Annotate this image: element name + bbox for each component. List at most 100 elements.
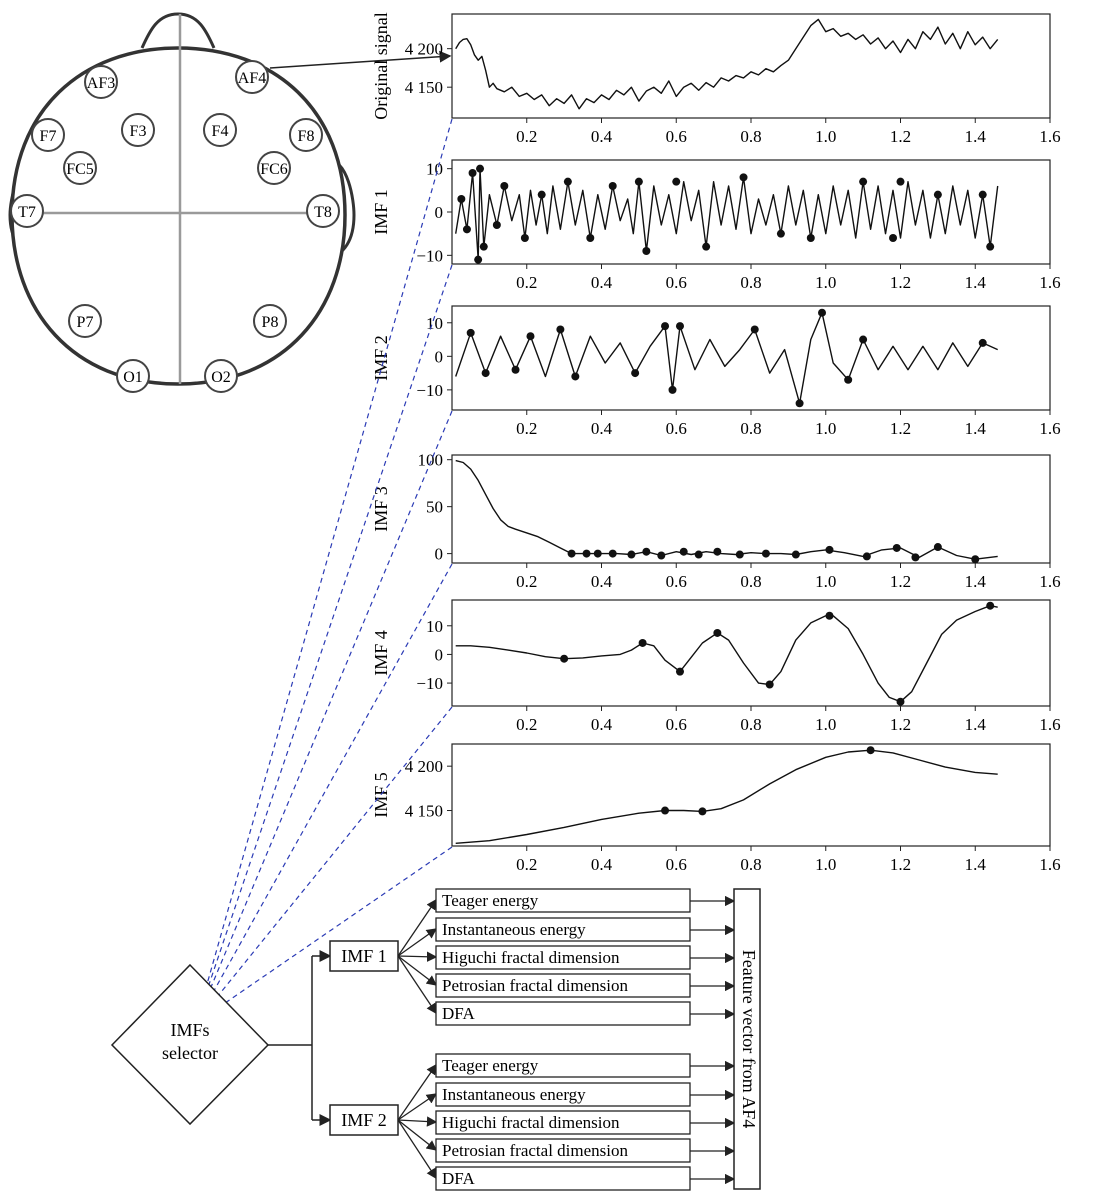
extremum-point [694, 550, 703, 559]
extremum-point [750, 325, 759, 334]
extremum-point [859, 335, 868, 344]
x-tick-label: 0.4 [591, 572, 613, 591]
x-tick-label: 0.4 [591, 273, 613, 292]
x-tick-label: 0.4 [591, 419, 613, 438]
electrode-t8[interactable]: T8 [306, 194, 340, 228]
x-tick-label: 1.2 [890, 572, 911, 591]
electrode-f8[interactable]: F8 [289, 118, 323, 152]
extremum-point [896, 697, 905, 706]
electrode-p8[interactable]: P8 [253, 304, 287, 338]
extremum-point [892, 543, 901, 552]
extremum-point [933, 543, 942, 552]
y-axis-label: IMF 4 [371, 630, 391, 676]
x-tick-label: 1.0 [815, 127, 836, 146]
electrode-label: F4 [212, 123, 229, 140]
electrode-f7[interactable]: F7 [31, 118, 65, 152]
extremum-point [476, 164, 485, 173]
imf-box [329, 940, 399, 972]
extremum-point [675, 322, 684, 331]
electrode-label: AF3 [87, 75, 115, 92]
feature-label: DFA [442, 1004, 475, 1023]
dashed-connector-5 [195, 846, 453, 1024]
electrode-label: F7 [40, 128, 57, 145]
x-tick-label: 1.6 [1039, 419, 1060, 438]
extremum-point [986, 601, 995, 610]
x-tick-label: 1.2 [890, 715, 911, 734]
electrode-label: FC6 [260, 161, 288, 178]
electrode-label: T8 [314, 204, 332, 221]
feature-arrow-in [397, 955, 438, 986]
extremum-point [511, 365, 520, 374]
x-tick-label: 1.2 [890, 855, 911, 874]
y-tick-label: 10 [426, 617, 443, 636]
y-tick-label: 4 150 [405, 78, 443, 97]
extremum-point [526, 332, 535, 341]
y-tick-label: 4 200 [405, 40, 443, 59]
extremum-point [500, 182, 509, 190]
feature-arrow-in [397, 898, 437, 957]
x-tick-label: 0.2 [516, 419, 537, 438]
extremum-point [978, 338, 987, 347]
x-tick-label: 1.0 [815, 572, 836, 591]
electrode-fc6[interactable]: FC6 [257, 151, 291, 185]
feature-arrow-in [397, 928, 438, 957]
electrode-t7[interactable]: T7 [10, 194, 44, 228]
electrode-o2[interactable]: O2 [204, 359, 238, 393]
electrode-fc5[interactable]: FC5 [63, 151, 97, 185]
electrode-label: O1 [123, 369, 143, 386]
extremum-point [791, 550, 800, 559]
extremum-point [462, 225, 471, 234]
extremum-point [661, 322, 670, 331]
y-tick-label: 50 [426, 498, 443, 517]
extremum-point [862, 552, 871, 561]
y-axis-label: IMF 1 [371, 189, 391, 235]
extremum-point [672, 177, 681, 186]
electrode-f3[interactable]: F3 [121, 113, 155, 147]
electrode-label: P8 [262, 314, 279, 331]
y-tick-label: 4 200 [405, 757, 443, 776]
extremum-point [642, 547, 651, 556]
electrode-af3[interactable]: AF3 [84, 65, 118, 99]
y-tick-label: −10 [416, 674, 443, 693]
electrode-af4[interactable]: AF4 [235, 60, 269, 94]
x-tick-label: 0.2 [516, 715, 537, 734]
feature-label: Instantaneous energy [442, 1085, 586, 1104]
extremum-point [933, 190, 942, 199]
af4-to-signal-arrow [269, 50, 452, 69]
extremum-point [560, 654, 569, 663]
y-tick-label: 0 [435, 545, 444, 564]
electrode-label: F3 [130, 123, 147, 140]
x-tick-label: 1.6 [1039, 715, 1060, 734]
extremum-point [735, 550, 744, 559]
extremum-point [702, 242, 711, 251]
extremum-point [571, 372, 580, 381]
electrode-label: O2 [211, 369, 231, 386]
y-axis-label: IMF 3 [371, 486, 391, 532]
extremum-point [608, 549, 617, 558]
x-tick-label: 0.8 [740, 127, 761, 146]
feature-label: DFA [442, 1169, 475, 1188]
extremum-point [608, 182, 617, 190]
x-tick-label: 1.6 [1039, 127, 1060, 146]
extremum-point [582, 549, 591, 558]
extremum-point [563, 177, 572, 186]
x-tick-label: 1.4 [965, 127, 987, 146]
x-tick-label: 0.8 [740, 273, 761, 292]
x-tick-label: 1.0 [815, 419, 836, 438]
electrode-f4[interactable]: F4 [203, 113, 237, 147]
chart-frame [451, 13, 1051, 119]
series-line-0 [455, 749, 998, 844]
selector-label-line1: IMFs [170, 1020, 209, 1040]
electrode-p7[interactable]: P7 [68, 304, 102, 338]
extremum-point [457, 195, 466, 203]
electrode-o1[interactable]: O1 [116, 359, 150, 393]
feature-arrow-in [397, 1093, 438, 1121]
chart-frame [451, 305, 1051, 411]
x-tick-label: 0.2 [516, 273, 537, 292]
